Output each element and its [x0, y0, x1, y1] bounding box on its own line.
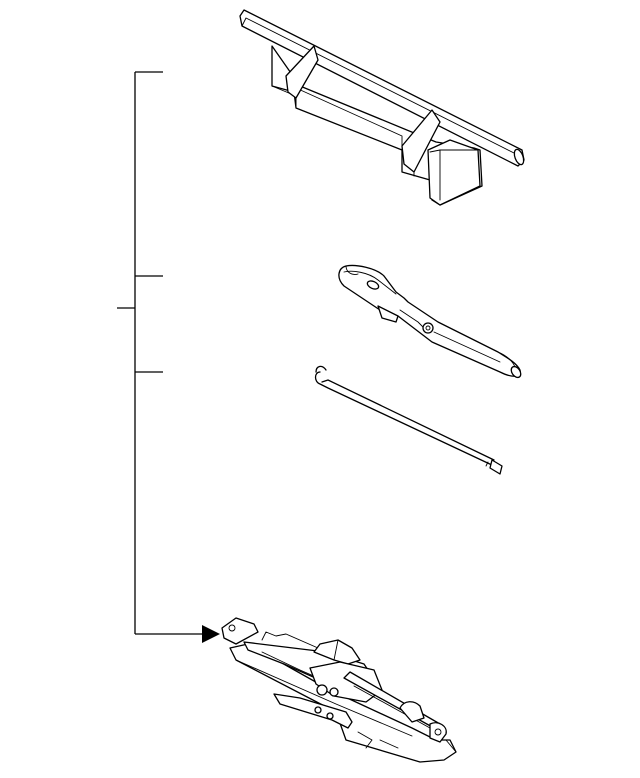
- hook-rod-icon: [314, 365, 503, 475]
- scissor-jack-icon: [221, 617, 457, 763]
- arrowhead-icon: [202, 625, 220, 643]
- callout-bracket: [117, 71, 220, 643]
- jack-handle-icon: [338, 264, 522, 379]
- tool-tray-icon: [239, 9, 525, 206]
